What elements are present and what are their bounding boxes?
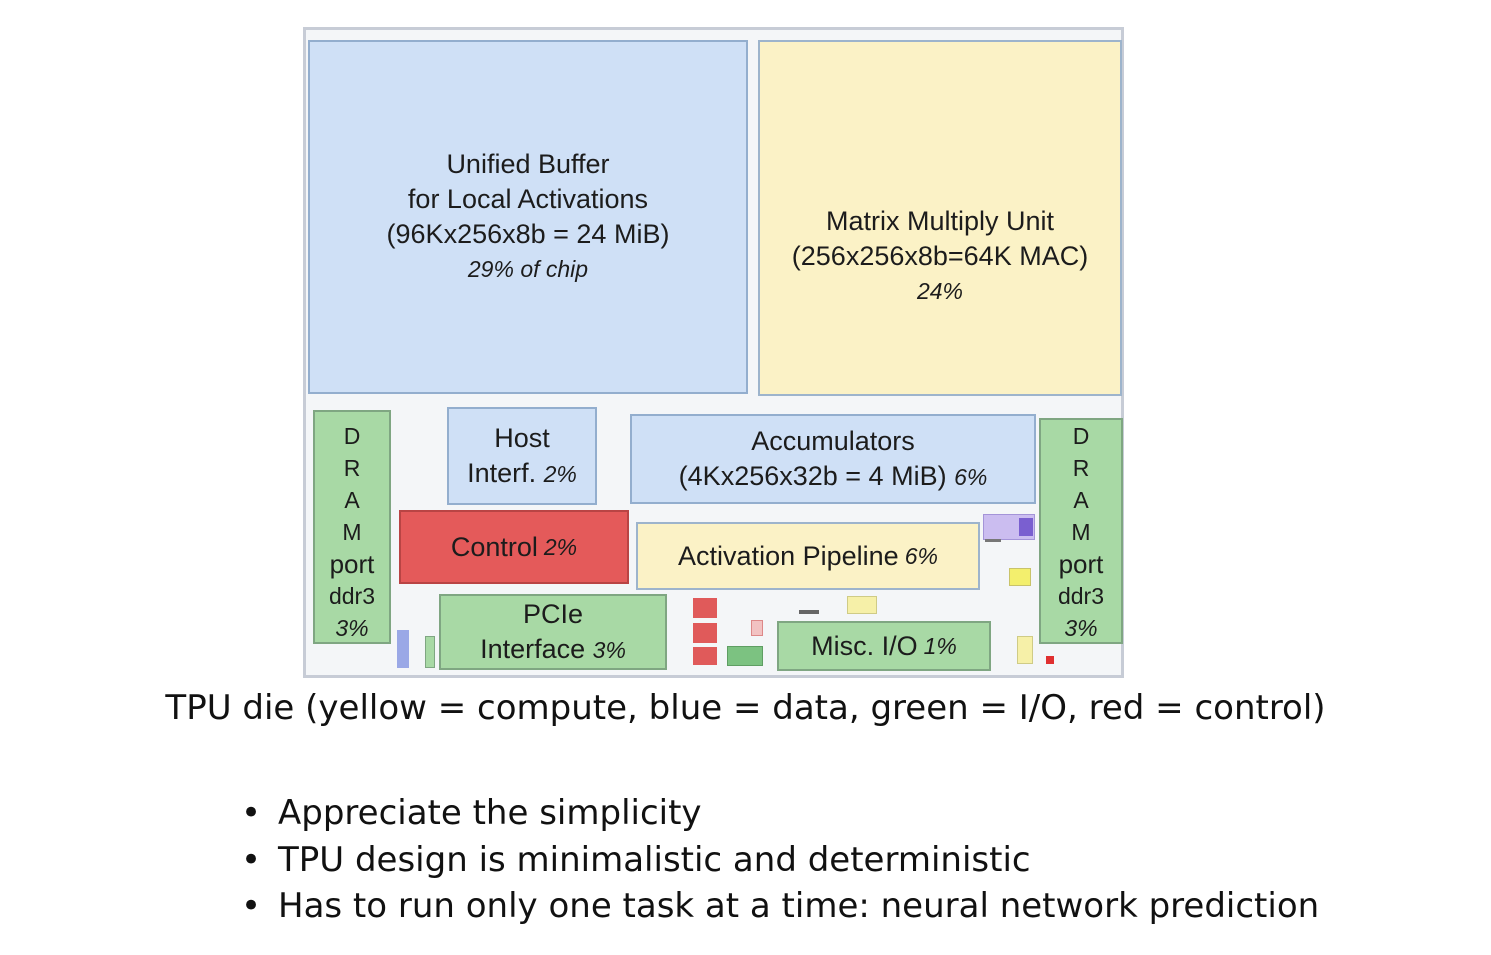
minor-block-red-3: [693, 647, 717, 665]
pcie-interface-block: PCIe Interface 3%: [439, 594, 667, 670]
host-interface-line2: Interf. 2%: [467, 456, 577, 492]
minor-block-green-2: [425, 636, 435, 668]
accumulators-size: (4Kx256x32b = 4 MiB): [678, 460, 947, 491]
pcie-line2: Interface 3%: [480, 632, 626, 668]
bullet-text: TPU design is minimalistic and determini…: [278, 839, 1031, 880]
dram-right-letter-a: A: [1073, 487, 1089, 513]
minor-block-blue-1: [397, 630, 409, 668]
matrix-unit-size: (256x256x8b=64K MAC): [791, 241, 1089, 271]
matrix-multiply-unit-block: Matrix Multiply Unit (256x256x8b=64K MAC…: [758, 40, 1122, 396]
accumulators-block: Accumulators (4Kx256x32b = 4 MiB) 6%: [630, 414, 1036, 504]
dram-left-percent: 3%: [335, 615, 369, 641]
dram-left-letter-r: R: [343, 455, 361, 481]
host-interface-subtitle: Interf.: [467, 457, 537, 488]
unified-buffer-size: (96Kx256x8b = 24 MiB): [386, 219, 670, 249]
pcie-title: PCIe: [522, 598, 584, 629]
minor-block-yellow-1: [1009, 568, 1031, 586]
control-label: Control: [450, 531, 538, 562]
host-interface-block: Host Interf. 2%: [447, 407, 597, 505]
bullet-text: Has to run only one task at a time: neur…: [278, 886, 1320, 926]
minor-block-yellow-2: [847, 596, 877, 614]
misc-io-percent: 1%: [923, 632, 957, 659]
minor-block-gray-2: [985, 539, 1001, 542]
minor-block-pink-1: [751, 620, 763, 636]
misc-io-block: Misc. I/O 1%: [777, 621, 991, 671]
bullet-item: • Has to run only one task at a time: neu…: [240, 883, 1319, 930]
dram-right-letter-d: D: [1072, 423, 1090, 449]
minor-block-purple-2: [1019, 518, 1033, 536]
dram-left-port: port: [329, 549, 375, 579]
dram-port-left-block: D R A M port ddr3 3%: [313, 410, 391, 644]
control-percent: 2%: [543, 533, 578, 560]
activation-pipeline-percent: 6%: [904, 542, 938, 569]
host-interface-title: Host: [494, 422, 550, 453]
bullet-list: • Appreciate the simplicity • TPU design i…: [240, 790, 1319, 930]
bullet-dot: •: [240, 793, 262, 833]
matrix-unit-title: Matrix Multiply Unit: [825, 206, 1055, 236]
bullet-item: • Appreciate the simplicity: [240, 790, 1319, 837]
accumulators-line2: (4Kx256x32b = 4 MiB) 6%: [679, 459, 988, 495]
accumulators-title: Accumulators: [751, 425, 915, 456]
pcie-subtitle: Interface: [480, 633, 586, 664]
dram-right-letter-r: R: [1072, 455, 1090, 481]
tpu-die-floorplan: Unified Buffer for Local Activations (96…: [303, 27, 1124, 678]
minor-block-yellow-3: [1017, 636, 1033, 664]
control-block: Control 2%: [399, 510, 629, 584]
host-interface-percent: 2%: [543, 460, 577, 487]
minor-block-red-1: [693, 598, 717, 618]
misc-io-label: Misc. I/O: [811, 630, 918, 661]
dram-right-letter-m: M: [1071, 519, 1091, 545]
bullet-item: • TPU design is minimalistic and determin…: [240, 837, 1319, 884]
minor-block-gray-1: [799, 610, 819, 614]
minor-block-red-2: [693, 623, 717, 643]
bullet-dot: •: [240, 839, 262, 880]
bullet-text: Appreciate the simplicity: [278, 793, 702, 833]
unified-buffer-block: Unified Buffer for Local Activations (96…: [308, 40, 748, 394]
dram-left-ddr: ddr3: [328, 583, 376, 609]
pcie-percent: 3%: [592, 636, 626, 663]
activation-pipeline-label: Activation Pipeline: [678, 540, 899, 571]
dram-port-right-block: D R A M port ddr3 3%: [1039, 418, 1123, 644]
accumulators-percent: 6%: [954, 463, 988, 490]
minor-block-red-4: [1046, 656, 1054, 664]
dram-right-percent: 3%: [1064, 615, 1098, 641]
unified-buffer-subtitle: for Local Activations: [407, 184, 649, 214]
activation-pipeline-block: Activation Pipeline 6%: [636, 522, 980, 590]
dram-right-ddr: ddr3: [1057, 583, 1105, 609]
dram-left-letter-d: D: [343, 423, 361, 449]
dram-left-letter-m: M: [342, 519, 362, 545]
unified-buffer-title: Unified Buffer: [446, 149, 610, 179]
matrix-unit-percent: 24%: [916, 278, 964, 304]
dram-right-port: port: [1058, 549, 1104, 579]
minor-block-green-1: [727, 646, 763, 666]
unified-buffer-percent: 29% of chip: [467, 256, 589, 282]
figure-caption: TPU die (yellow = compute, blue = data, …: [165, 688, 1326, 728]
dram-left-letter-a: A: [344, 487, 360, 513]
bullet-dot: •: [240, 886, 262, 926]
